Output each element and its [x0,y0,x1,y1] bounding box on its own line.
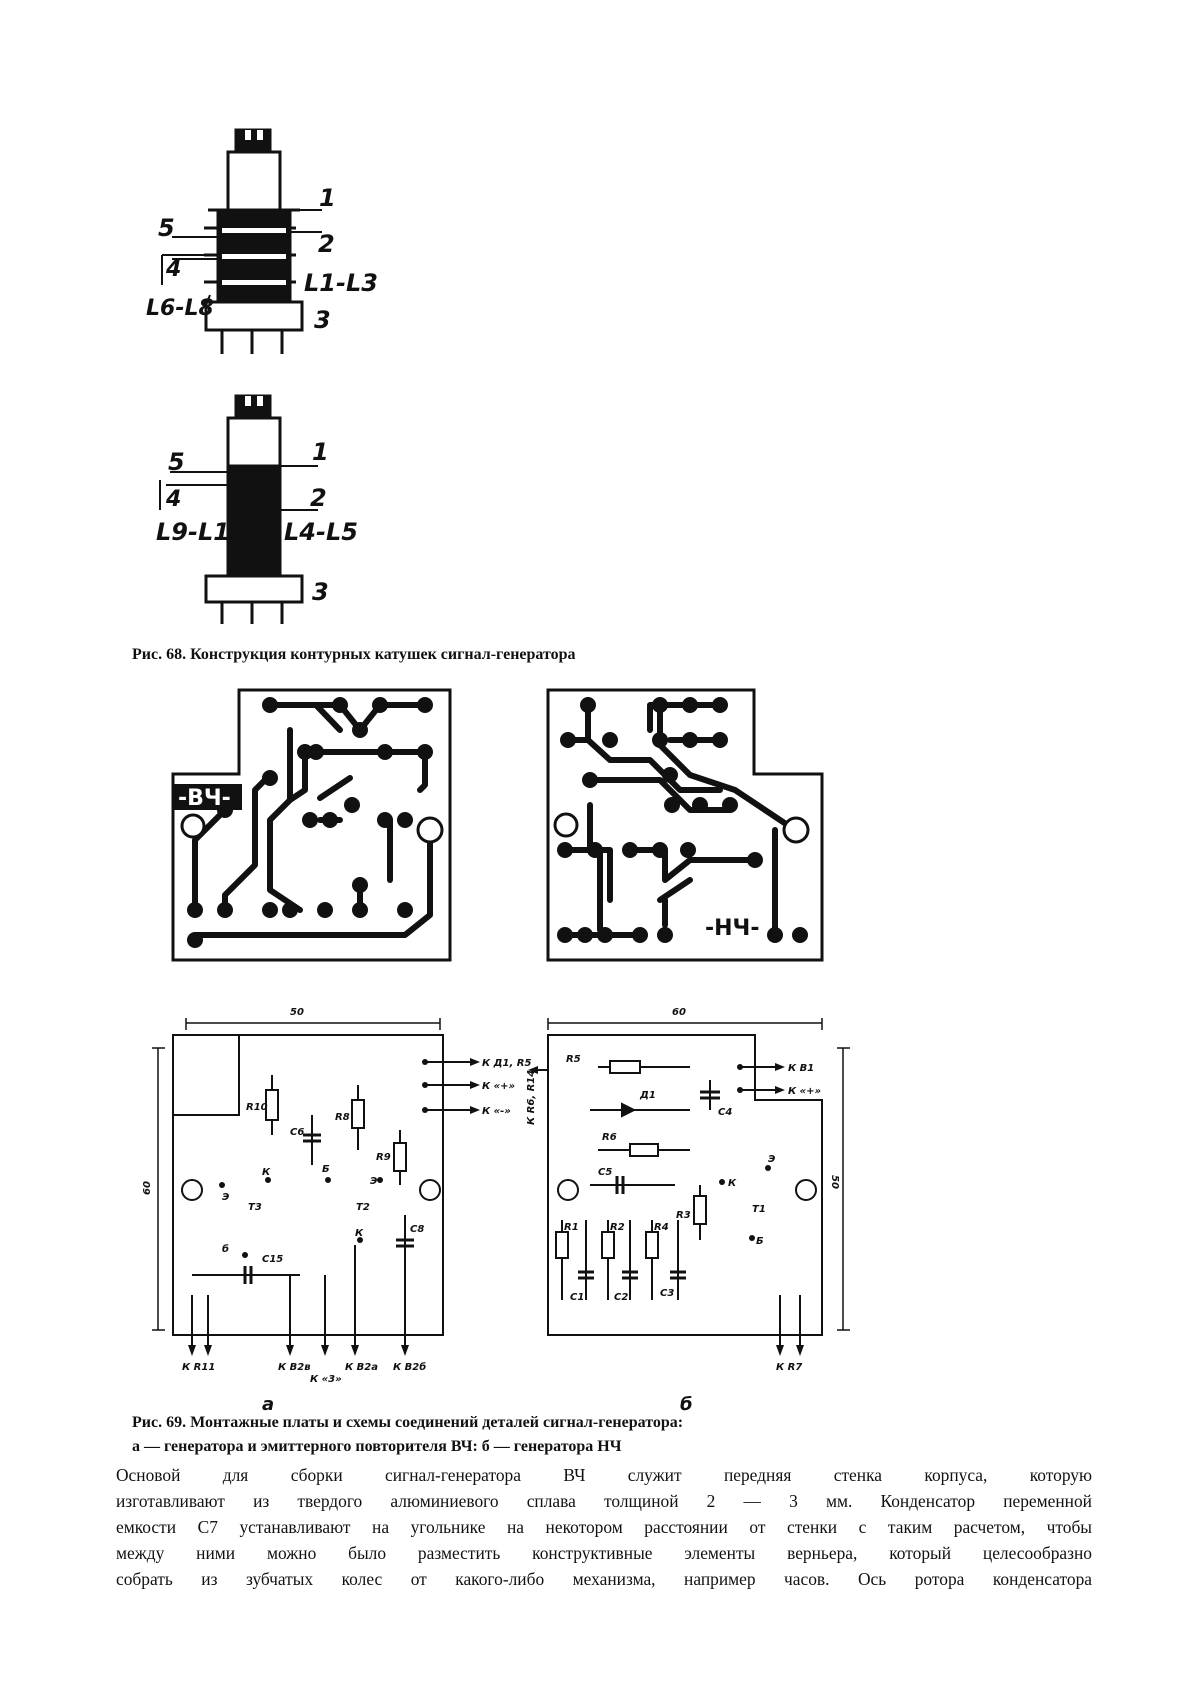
body-paragraph: Основой для сборки сигнал-генератора ВЧ … [116,1462,1092,1592]
coil1-label-5: 5 [158,214,175,242]
comp-b-r3: R3 [676,1210,691,1221]
comp-a-r10: R10 [246,1102,268,1113]
comp-b-r6: R6 [602,1132,617,1143]
coil1-label-2: 2 [318,230,335,258]
coil2-label-3: 3 [312,578,329,606]
bottom-a-2: К В2в [278,1362,311,1373]
comp-b-c3: С3 [660,1288,674,1299]
schematic-b [538,1018,850,1345]
pin-a-2: К [262,1167,271,1178]
dim-a-height: 60 [142,1181,153,1195]
comp-a-r8: R8 [335,1112,350,1123]
transistor-a-t3: Т3 [248,1202,262,1213]
schematic-a-arrowheads [188,1058,480,1356]
pin-a-6: К [355,1228,364,1239]
comp-b-r1: R1 [564,1222,579,1233]
coil1-label-l6l8: L6-L8 [146,296,214,321]
pin-b-1: К [728,1178,737,1189]
figure-69-caption-line-1: Рис. 69. Монтажные платы и схемы соедине… [132,1414,684,1431]
dim-a-width: 50 [290,1007,304,1018]
text-line-4: между ними можно было разместить констру… [116,1543,1092,1563]
coil2-label-l9l10: L9-L10 [156,518,247,546]
coil2-label-5: 5 [168,448,185,476]
arrow-a-right-1: К Д1, R5 [482,1058,532,1069]
coil1-label-1: 1 [319,184,336,212]
coil1-label-3: 3 [314,306,331,334]
coil2-label-l4l5: L4-L5 [284,518,358,546]
pcb-board-a: -ВЧ- [171,688,452,962]
bottom-a-1: К R11 [182,1362,215,1373]
left-vertical-b: К R6, R14 [526,1070,537,1125]
figure-69-caption-line-2: а — генератора и эмиттерного повторителя… [132,1438,622,1455]
dim-b-width: 60 [672,1007,686,1018]
coil2-label-1: 1 [312,438,329,466]
pin-a-1: Э [222,1192,229,1203]
pin-a-5: б [222,1243,229,1255]
comp-b-c1: С1 [570,1292,584,1303]
comp-b-d1: Д1 [639,1090,656,1101]
transistor-b-t1: Т1 [752,1204,766,1215]
coil-1-drawing [161,128,322,354]
bottom-b-1: К R7 [776,1362,802,1373]
sublabel-b: б [680,1394,693,1415]
coil2-label-2: 2 [310,484,327,512]
schematic-b-arrowheads [528,1063,804,1356]
text-line-3: емкости С7 устанавливают на угольнике на… [116,1517,1092,1537]
arrow-b-right-1: К В1 [788,1063,814,1074]
board-a-label: -ВЧ- [178,786,231,811]
pin-b-2: Э [768,1154,775,1165]
pin-b-3: Б [756,1236,764,1247]
pin-a-3: Б [322,1164,330,1175]
arrow-a-right-2: К «+» [482,1081,515,1092]
text-line-2: изготавливают из твердого алюминиевого с… [116,1491,1092,1511]
comp-a-c8: С8 [410,1224,424,1235]
comp-b-c2: С2 [614,1292,628,1303]
pin-a-4: Э [370,1176,377,1187]
transistor-a-t2: Т2 [356,1202,370,1213]
coil-2-drawing [159,394,318,624]
comp-a-r9: R9 [376,1152,391,1163]
comp-a-c15: С15 [262,1254,283,1265]
text-line-1: Основой для сборки сигнал-генератора ВЧ … [116,1465,1092,1485]
board-b-label: -НЧ- [705,916,759,941]
bottom-a-3: К «3» [310,1374,342,1385]
comp-b-r4: R4 [654,1222,669,1233]
sublabel-a: а [262,1394,274,1415]
coil2-label-4: 4 [165,487,181,512]
coil1-label-4: 4 [165,257,181,282]
comp-b-r5: R5 [566,1054,581,1065]
comp-a-c6: С6 [290,1127,304,1138]
comp-b-r2: R2 [610,1222,625,1233]
figure-68-caption: Рис. 68. Конструкция контурных катушек с… [132,646,576,663]
bottom-a-5: К В2б [393,1361,426,1373]
arrow-b-right-2: К «+» [788,1086,821,1097]
bottom-a-4: К В2а [345,1362,378,1373]
pcb-board-b: -НЧ- [546,688,824,962]
comp-b-c4: С4 [718,1107,732,1118]
schematic-a [152,1018,470,1345]
comp-b-c5: С5 [598,1167,612,1178]
text-line-5: собрать из зубчатых колес от какого-либо… [116,1569,1092,1589]
coil1-label-l1l3: L1-L3 [304,269,378,297]
arrow-a-right-3: К «-» [482,1106,511,1117]
dim-b-height: 50 [829,1175,840,1189]
